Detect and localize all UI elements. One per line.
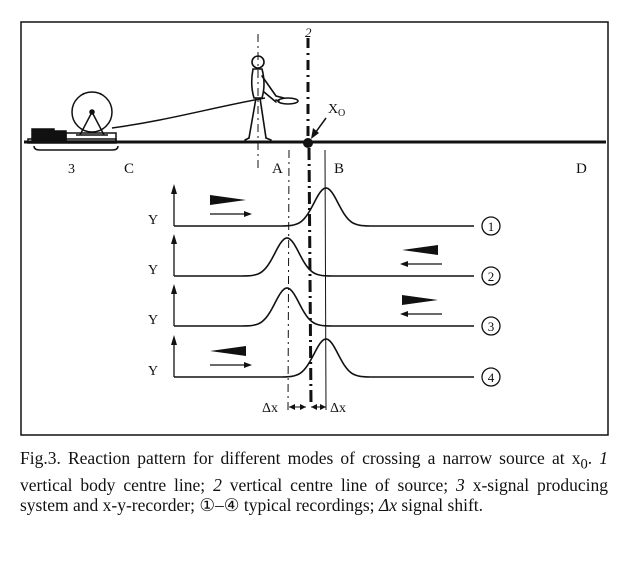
y-axis-arrow — [171, 335, 177, 345]
walking-person — [244, 55, 299, 141]
label-b: B — [334, 161, 344, 177]
source-pointer-head — [311, 128, 319, 139]
recording-number: 2 — [488, 269, 495, 284]
signal-trace — [174, 237, 474, 277]
label-x0: X — [328, 102, 338, 117]
recording-number: 1 — [488, 219, 495, 234]
figure-caption: Fig.3. Reaction pattern for different mo… — [20, 448, 608, 515]
shift-marker — [289, 404, 326, 410]
direction-arrow-head — [244, 211, 252, 217]
recording-number-circle — [481, 367, 501, 387]
source-centre-line-lower — [307, 147, 313, 406]
recording-number-circle — [481, 216, 501, 236]
recording-number-circle — [481, 316, 501, 336]
signal-trace — [174, 287, 474, 327]
y-axis-label: Y — [148, 364, 158, 379]
y-axis-arrow — [171, 234, 177, 244]
recording-number: 4 — [488, 370, 495, 385]
caption-title: Fig.3. — [20, 448, 61, 468]
figure-frame — [20, 21, 609, 436]
y-axis-label: Y — [148, 263, 158, 278]
direction-arrow-head — [400, 311, 408, 317]
direction-arrow-head — [244, 362, 252, 368]
recording-number: 3 — [488, 319, 495, 334]
direction-wedge — [210, 195, 246, 205]
line-b — [324, 149, 327, 411]
direction-arrow-head — [400, 261, 408, 267]
cable — [111, 97, 266, 129]
label-3: 3 — [68, 162, 75, 177]
label-x0-sub: O — [338, 108, 345, 119]
line-a — [287, 149, 290, 411]
y-axis-label: Y — [148, 213, 158, 228]
direction-wedge — [402, 295, 438, 305]
label-c: C — [124, 161, 134, 177]
y-axis-label: Y — [148, 313, 158, 328]
signal-trace — [174, 338, 474, 378]
source-dot — [303, 138, 313, 148]
label-line-2: 2 — [305, 25, 312, 40]
label-a: A — [272, 161, 283, 177]
direction-wedge — [402, 245, 438, 255]
signal-trace — [174, 187, 474, 227]
direction-wedge — [210, 346, 246, 356]
label-shift-left: Δx — [262, 401, 278, 416]
label-shift-right: Δx — [330, 401, 346, 416]
y-axis-arrow — [171, 184, 177, 194]
recording-number-circle — [481, 266, 501, 286]
label-d: D — [576, 161, 587, 177]
recorder-system — [27, 128, 119, 151]
cable-reel — [71, 91, 113, 136]
y-axis-arrow — [171, 284, 177, 294]
